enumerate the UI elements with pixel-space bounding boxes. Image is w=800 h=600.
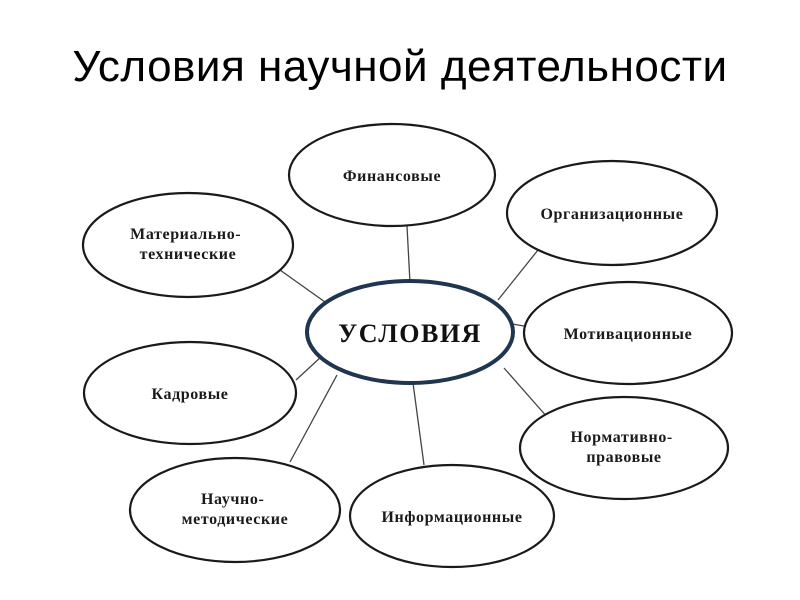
svg-text:Информационные: Информационные <box>381 509 522 526</box>
svg-text:Мотивационные: Мотивационные <box>564 326 693 343</box>
connector-personnel <box>295 355 323 381</box>
node-financial-line-1: Финансовые <box>343 168 441 185</box>
svg-text:Научно- методические: Научно- методические <box>182 491 289 528</box>
node-scientific-methodical-line-1: Научно- <box>201 491 264 508</box>
node-organizational-line-1: Организационные <box>541 206 684 223</box>
connector-financial <box>406 225 411 284</box>
node-motivational-line-1: Мотивационные <box>564 326 693 343</box>
svg-text:Материально- технические: Материально- технические <box>130 226 246 263</box>
connector-informational <box>412 382 425 466</box>
slide-title: Условия научной деятельности <box>72 42 728 91</box>
svg-text:Финансовые: Финансовые <box>343 168 441 185</box>
node-informational: Информационные <box>348 463 556 569</box>
svg-text:Нормативно- правовые: Нормативно- правовые <box>571 429 678 466</box>
connector-normative-legal <box>503 367 549 419</box>
node-normative-legal: Нормативно- правовые <box>518 395 730 501</box>
node-normative-legal-line-2: правовые <box>586 449 661 466</box>
connector-material-technical <box>279 269 326 303</box>
svg-text:Организационные: Организационные <box>541 206 684 223</box>
connectors <box>279 225 549 466</box>
connector-scientific-methodical <box>289 374 338 463</box>
connector-organizational <box>497 249 539 301</box>
node-personnel-line-1: Кадровые <box>151 386 228 403</box>
node-personnel: Кадровые <box>82 340 298 446</box>
svg-text:Кадровые: Кадровые <box>151 386 228 403</box>
node-financial: Финансовые <box>287 122 497 228</box>
center-node: УСЛОВИЯ <box>305 279 515 385</box>
node-scientific-methodical: Научно- методические <box>128 456 342 564</box>
connector-motivational <box>511 323 525 327</box>
node-material-technical-line-1: Материально- <box>130 226 241 243</box>
node-normative-legal-line-1: Нормативно- <box>571 429 673 446</box>
node-organizational: Организационные <box>505 159 719 267</box>
center-label: УСЛОВИЯ <box>338 319 482 348</box>
node-material-technical: Материально- технические <box>81 191 295 299</box>
node-scientific-methodical-line-2: методические <box>182 511 289 528</box>
node-motivational: Мотивационные <box>522 280 734 386</box>
node-informational-line-1: Информационные <box>381 509 522 526</box>
node-material-technical-line-2: технические <box>140 246 237 263</box>
